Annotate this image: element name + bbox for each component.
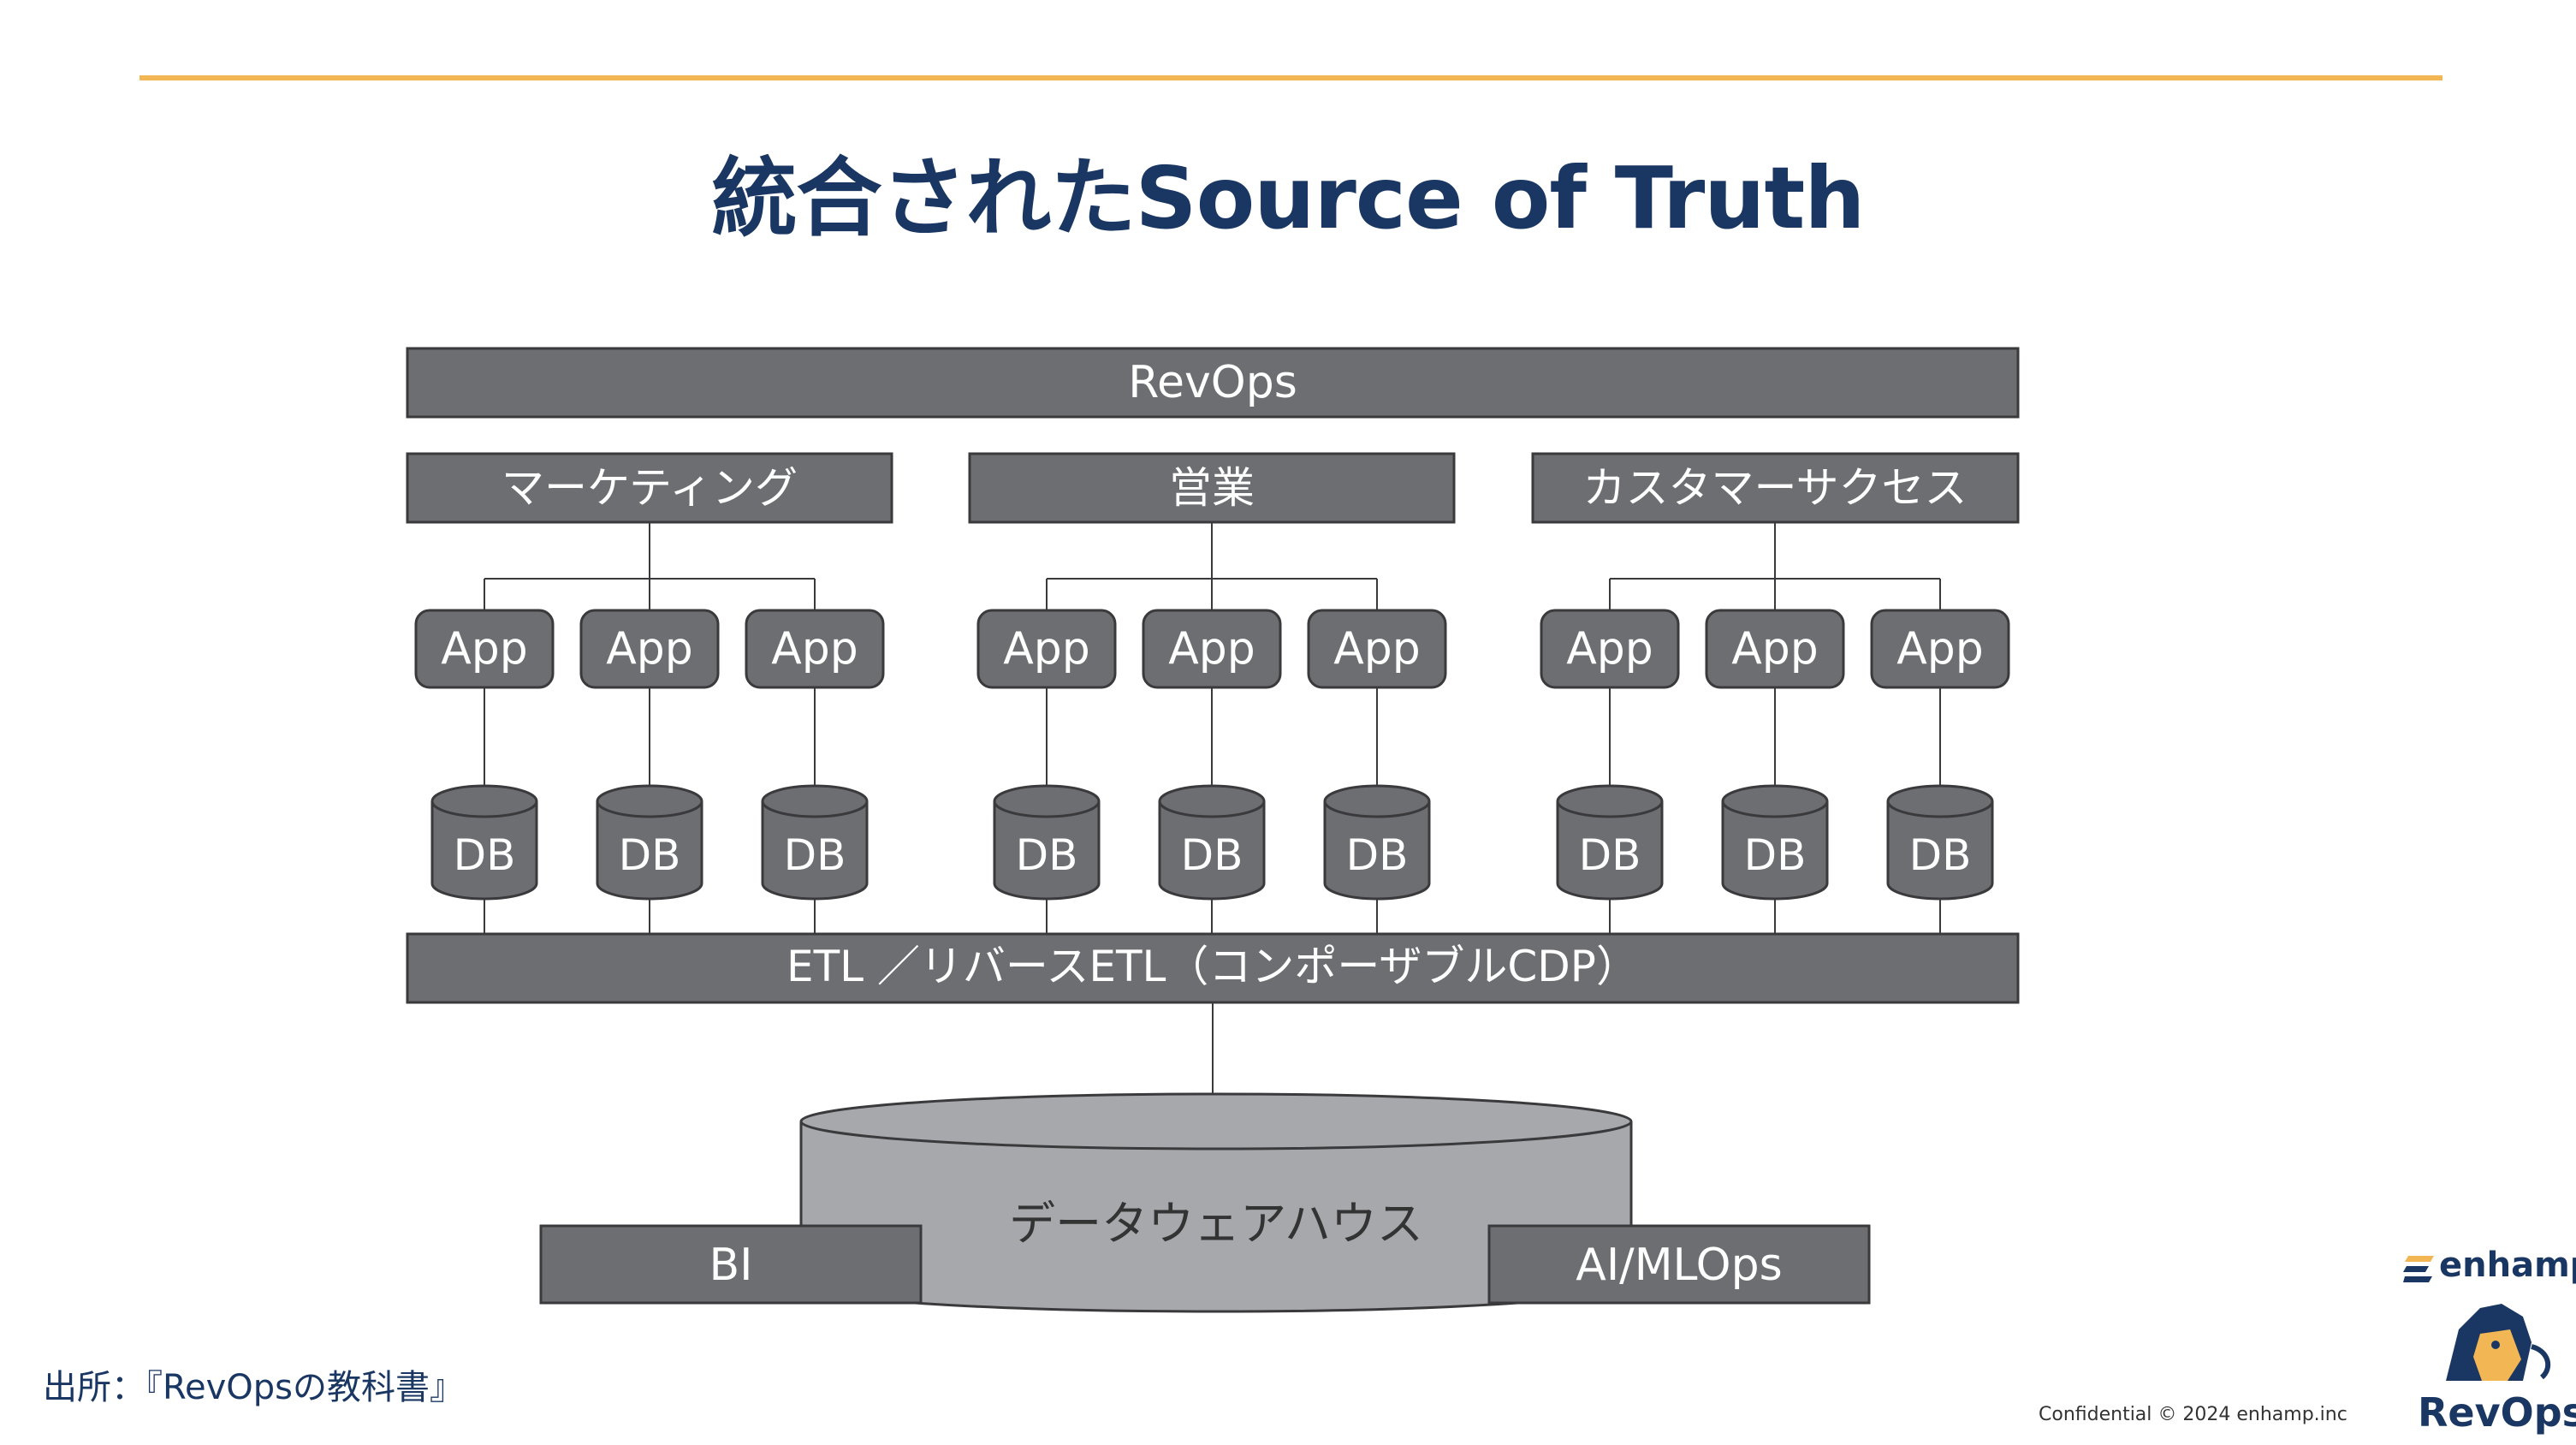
db-cylinder-marketing-3 — [761, 801, 869, 901]
aiml-bar — [1487, 1224, 1871, 1305]
db-cylinder-marketing-2 — [596, 801, 703, 901]
department-label-sales: 営業 — [1169, 463, 1255, 513]
department-marketing: マーケティング — [406, 452, 893, 524]
db-cylinder-top — [596, 784, 703, 818]
db-cylinder-top — [1323, 784, 1431, 818]
etl-bar — [406, 932, 2020, 1004]
db-cylinder-marketing-1 — [430, 801, 538, 901]
bi-bar-label: BI — [709, 1240, 752, 1291]
source-citation: 出所：『RevOpsの教科書』 — [43, 1368, 464, 1407]
warehouse-label: データウェアハウス — [1009, 1197, 1423, 1251]
db-cylinder-top — [993, 784, 1101, 818]
enhamp-revops-logo: enhamp RevOps — [2396, 1246, 2576, 1445]
department-bar-customer-success — [1531, 452, 2020, 524]
db-label: DB — [1579, 830, 1641, 880]
db-cylinder-sales-3 — [1323, 801, 1431, 901]
db-cylinder-top — [1556, 784, 1664, 818]
app-box-sales-2 — [1142, 609, 1282, 689]
etl-bar-label: ETL ／リバースETL（コンポーザブルCDP） — [786, 942, 1639, 991]
db-cylinder-top — [430, 784, 538, 818]
app-label: App — [1896, 623, 1984, 675]
app-box-marketing-3 — [745, 609, 885, 689]
app-label: App — [441, 623, 528, 675]
app-box-customer-success-1 — [1540, 609, 1680, 689]
db-label: DB — [619, 830, 681, 880]
revops-bar-label: RevOps — [1128, 357, 1297, 408]
db-cylinder-sales-2 — [1158, 801, 1266, 901]
db-cylinder-top — [761, 784, 869, 818]
enhamp-e-icon — [2403, 1256, 2434, 1282]
aiml-bar-label: AI/MLOps — [1576, 1240, 1782, 1291]
db-label: DB — [1744, 830, 1807, 880]
confidential-notice: Confidential © 2024 enhamp.inc — [2039, 1404, 2347, 1425]
bi-bar — [539, 1224, 923, 1305]
db-label: DB — [1181, 830, 1243, 880]
db-cylinder-top — [1158, 784, 1266, 818]
department-label-customer-success: カスタマーサクセス — [1583, 463, 1968, 513]
lion-mascot-icon — [2446, 1304, 2551, 1381]
db-cylinder-top — [1886, 784, 1994, 818]
department-sales: 営業 — [968, 452, 1456, 524]
db-cylinder-customer-success-3 — [1886, 801, 1994, 901]
revops-bar — [406, 347, 2020, 419]
app-box-customer-success-3 — [1870, 609, 2010, 689]
department-customer-success: カスタマーサクセス — [1531, 452, 2020, 524]
app-box-marketing-1 — [414, 609, 555, 689]
db-label: DB — [1346, 830, 1409, 880]
app-box-marketing-2 — [579, 609, 720, 689]
department-bar-marketing — [406, 452, 893, 524]
app-box-customer-success-2 — [1705, 609, 1845, 689]
app-box-sales-3 — [1307, 609, 1447, 689]
app-label: App — [606, 623, 693, 675]
app-box-sales-1 — [976, 609, 1117, 689]
db-cylinder-top — [1721, 784, 1829, 818]
enhamp-wordmark: enhamp — [2439, 1246, 2576, 1285]
app-label: App — [771, 623, 858, 675]
warehouse-top — [799, 1092, 1633, 1151]
data-warehouse: データウェアハウス — [799, 1092, 1633, 1313]
app-label: App — [1168, 623, 1255, 675]
app-label: App — [1566, 623, 1653, 675]
top-accent-rule — [139, 75, 2442, 80]
page-title: 統合されたSource of Truth — [711, 148, 1866, 248]
app-label: App — [1003, 623, 1090, 675]
department-label-marketing: マーケティング — [502, 463, 798, 513]
department-bar-sales — [968, 452, 1456, 524]
db-cylinder-customer-success-1 — [1556, 801, 1664, 901]
db-label: DB — [1909, 830, 1972, 880]
db-label: DB — [454, 830, 516, 880]
db-cylinder-customer-success-2 — [1721, 801, 1829, 901]
revops-wordmark: RevOps — [2418, 1389, 2576, 1436]
app-label: App — [1333, 623, 1421, 675]
db-label: DB — [784, 830, 846, 880]
db-cylinder-sales-1 — [993, 801, 1101, 901]
db-label: DB — [1016, 830, 1078, 880]
app-label: App — [1731, 623, 1819, 675]
